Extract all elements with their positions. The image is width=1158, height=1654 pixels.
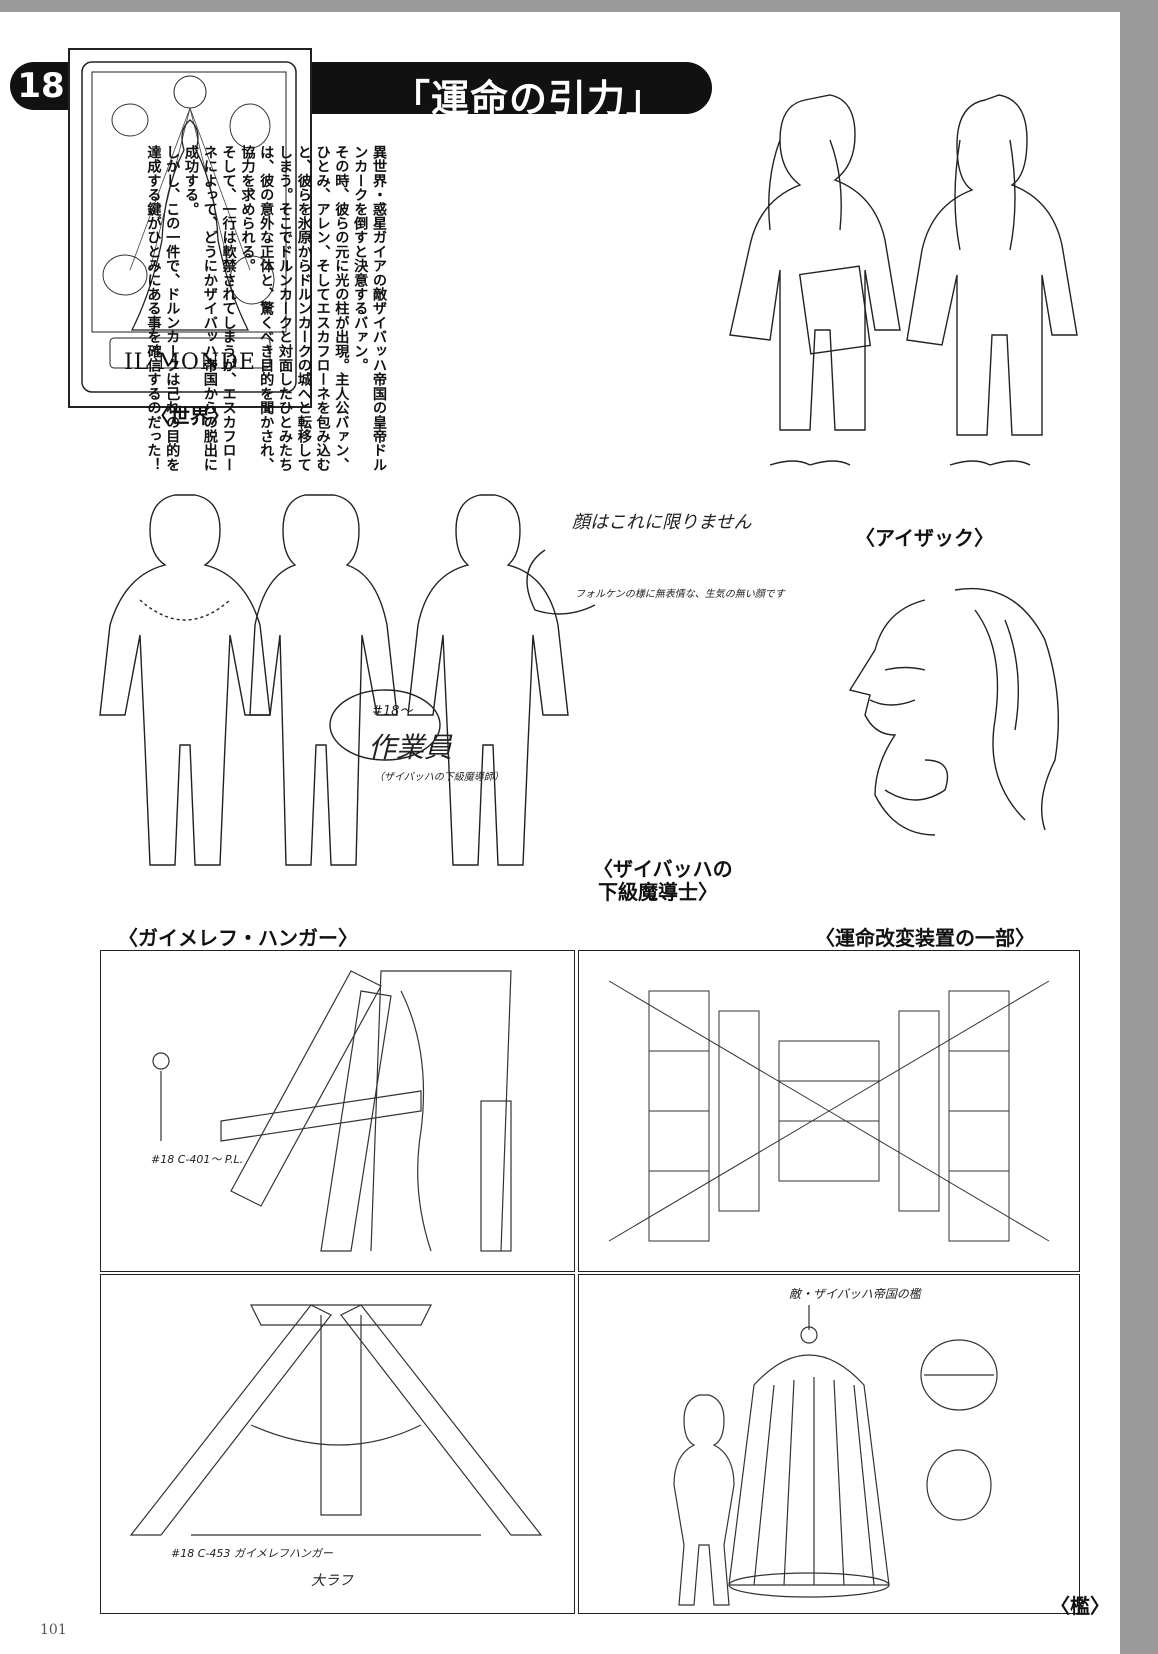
sorcerer-caption-line1: 〈ザイバッハの xyxy=(593,857,733,881)
title-bar xyxy=(302,62,712,114)
synopsis-paragraph: 異世界・惑星ガイアの敵ザイバッハ帝国の皇帝ドルンカークを倒すと決意するバァン。 xyxy=(352,145,387,472)
sorcerer-sketch xyxy=(99,494,596,866)
hangar-panel-1: #18 C-401～ P.L. xyxy=(100,950,575,1272)
hangar-note-2: #18 C-453 ガイメレフハンガー xyxy=(171,1547,333,1560)
isaac-sketch xyxy=(729,94,1078,466)
page-number: 101 xyxy=(40,1622,67,1638)
cage-drawing xyxy=(673,1305,998,1606)
episode-title: 「運命の引力」 xyxy=(392,77,666,121)
tarot-card-name: IL MONDE xyxy=(124,350,256,375)
rough-note: 大ラフ xyxy=(311,1573,353,1589)
page-border-right xyxy=(1120,0,1158,1654)
device-panel xyxy=(578,950,1080,1272)
hangar-drawing-2 xyxy=(129,1304,543,1536)
hangar-panel-2: #18 C-453 ガイメレフハンガー 大ラフ xyxy=(100,1274,575,1614)
synopsis-paragraph: しかし、この一件で、ドルンカークは己れの目的を達成する鍵がひとみにある事を確信す… xyxy=(145,145,181,472)
face-note: 顔はこれに限りません xyxy=(572,512,752,533)
hangar-note-1: #18 C-401～ P.L. xyxy=(151,1153,244,1166)
cage-caption: 〈檻〉 xyxy=(1050,1594,1110,1618)
sorcerer-caption-line2: 下級魔導士〉 xyxy=(598,880,718,904)
tarot-illustration xyxy=(81,61,297,393)
isaac-face-sketch xyxy=(848,587,1060,836)
synopsis-paragraph: その時、彼らの元に光の柱が出現。主人公バァン、ひとみ、アレン、そしてエスカフロー… xyxy=(239,145,350,472)
cage-panel: 敵・ザイバッハ帝国の檻 xyxy=(578,1274,1080,1614)
episode-number: 18 xyxy=(10,62,72,110)
hangar-drawing-1 xyxy=(152,970,512,1252)
page-border-top xyxy=(0,0,1158,12)
worker-number: #18～ xyxy=(372,704,413,719)
hangar-caption: 〈ガイメレフ・ハンガー〉 xyxy=(118,926,358,950)
synopsis-text: 異世界・惑星ガイアの敵ザイバッハ帝国の皇帝ドルンカークを倒すと決意するバァン。 … xyxy=(108,145,388,475)
tarot-card: IL MONDE xyxy=(68,48,312,408)
cage-note: 敵・ザイバッハ帝国の檻 xyxy=(789,1287,921,1301)
worker-subnote: （ザイバッハの下級魔導師） xyxy=(374,772,504,783)
tarot-caption: 〈世界〉 xyxy=(150,404,230,428)
device-drawing xyxy=(608,980,1050,1242)
device-caption: 〈運命改変装置の一部〉 xyxy=(815,926,1035,950)
synopsis-paragraph: そして、一行は軟禁されてしまうが、エスカフローネによって、どうにかザイバッハ帝国… xyxy=(183,145,237,472)
face-subnote: フォルケンの様に無表情な、生気の無い顔です xyxy=(575,589,785,600)
worker-note: 作業員 xyxy=(368,731,453,764)
isaac-caption: 〈アイザック〉 xyxy=(855,526,994,550)
